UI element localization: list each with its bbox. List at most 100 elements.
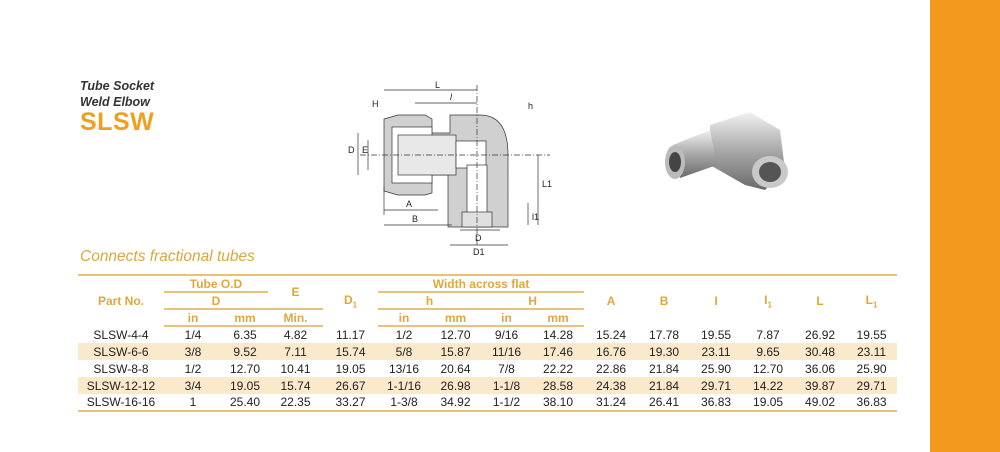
table-cell: 15.87 [430,343,482,360]
table-cell: 31.24 [584,394,639,412]
table-cell: 1-1/8 [481,377,533,394]
table-cell: 17.46 [532,343,585,360]
dim-D: D [348,145,355,155]
header-H-in: in [481,309,533,327]
table-cell: 23.11 [690,343,743,360]
header-a: A [606,294,616,308]
table-cell: 22.22 [543,361,574,376]
table-cell: 36.06 [805,361,836,376]
table-cell: 3/8 [164,343,222,360]
header-width-across-flat: Width across flat [378,275,585,293]
table-cell: 1-1/2 [481,394,533,412]
table-cell: 36.83 [846,394,898,412]
table-cell: 22.86 [596,361,627,376]
header-h-small: h [378,292,482,310]
title-line-1: Tube Socket [80,79,155,93]
table-cell: 9/16 [494,328,519,342]
dim-D1: D1 [473,247,485,257]
table-cell: 9.52 [222,343,269,360]
header-i1-sub: 1 [767,300,772,310]
table-cell: 3/4 [164,377,222,394]
table-cell: 17.78 [649,327,680,342]
table-cell: 5/8 [378,343,431,360]
header-e-min: Min. [268,309,324,327]
header-d1-label: D [343,292,353,307]
table-cell: 23.11 [846,343,898,360]
table-cell: 1 [164,394,222,412]
dimensions-table: Part No. Tube O.D E D1 Width across flat… [78,274,898,412]
header-l: L [816,294,824,308]
table-cell: 19.05 [742,394,795,412]
table-cell: 14.28 [543,328,574,342]
table-cell: 4.82 [283,328,308,342]
table-cell: 14.22 [742,377,795,394]
table-cell: 24.38 [584,377,639,394]
header-h-large: H [481,292,585,310]
table-cell: 26.98 [430,377,482,394]
table-cell: 26.41 [638,394,691,412]
table-cell: 26.67 [323,377,379,394]
table-cell: 9.65 [742,343,795,360]
header-part-no: Part No. [97,294,144,308]
part-number-cell: SLSW-8-8 [93,361,149,376]
table-cell: 19.30 [638,343,691,360]
table-cell: 12.70 [753,361,784,376]
table-cell: 12.70 [229,361,261,376]
table-cell: 25.90 [856,361,887,376]
header-i1: I1 [742,275,794,326]
dim-L: L [435,80,440,90]
header-d-in: in [164,309,222,327]
table-cell: 15.24 [596,327,627,342]
header-h-mm: mm [430,309,482,327]
subtitle: Connects fractional tubes [80,248,255,265]
table-cell: 1/2 [184,361,202,376]
orange-side-stripe [930,0,1000,452]
table-cell: 11.17 [335,327,366,342]
table-cell: 21.84 [649,361,680,376]
table-cell: 21.84 [638,377,691,394]
table-cell: 11/16 [481,343,533,360]
table-cell: 39.87 [794,377,847,394]
table-cell: 6.35 [233,328,257,342]
table-cell: 15.74 [268,377,324,394]
table-cell: 1-1/16 [378,377,431,394]
table-cell: 7.11 [268,343,324,360]
table-cell: 38.10 [532,394,585,412]
dim-L1: L1 [542,179,552,189]
table-cell: 1/2 [395,328,413,342]
dim-H: H [372,99,379,109]
header-b: B [659,294,669,308]
technical-drawing: L l H h D E A B L1 l1 D D1 [348,80,552,257]
header-h-in: in [378,309,431,327]
table-cell: 34.92 [430,394,482,412]
dim-A: A [406,199,412,209]
table-cell: 12.70 [440,328,471,342]
table-cell: 19.05 [222,377,269,394]
dim-D-bottom: D [475,233,482,243]
table-cell: 7.87 [756,327,780,342]
table-cell: 26.92 [805,327,836,342]
header-l1-label: L [865,292,873,307]
table-cell: 36.83 [690,394,743,412]
header-d-mm: mm [222,309,269,327]
header-tube-od: Tube O.D [164,275,269,293]
table-cell: 19.05 [335,361,366,376]
part-number-cell: SLSW-4-4 [93,327,149,342]
table-cell: 29.71 [690,377,743,394]
table-cell: 22.35 [268,394,324,412]
part-number-cell: SLSW-16-16 [78,394,164,412]
header-i1-label: I [764,292,768,307]
header-l1-sub: 1 [872,300,878,310]
table-cell: 33.27 [323,394,379,412]
table-cell: 19.55 [701,327,732,342]
header-d1: D1 [323,275,378,326]
table-cell: 15.74 [323,343,379,360]
header-H-mm: mm [532,309,585,327]
header-d1-sub: 1 [352,300,358,310]
table-cell: 30.48 [794,343,847,360]
header-d: D [164,292,269,310]
